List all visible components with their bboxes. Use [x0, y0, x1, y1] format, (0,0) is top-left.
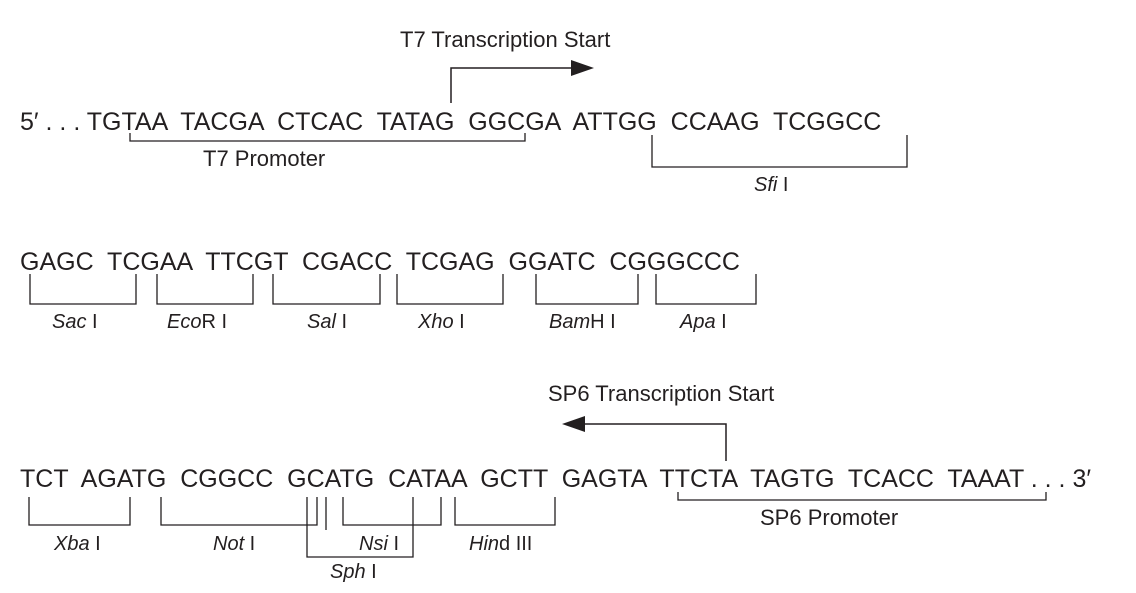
nsi-site-label: Nsi I — [359, 533, 399, 555]
not-site-bracket — [160, 497, 318, 526]
apa-site-bracket — [655, 274, 757, 305]
xba-site-label: Xba I — [53, 533, 101, 555]
xba-site-bracket — [28, 497, 131, 526]
site-brackets-line-3 — [28, 497, 556, 558]
sequence-line-1: 5′ . . . TGTAA TACGA CTCAC TATAG GGCGA A… — [20, 108, 881, 136]
sequence-line-3: TCT AGATG CGGCC GCATG CATAA GCTT GAGTA T… — [20, 465, 1091, 493]
t7-promoter-bracket — [129, 133, 526, 142]
sal-site-label: Sal I — [307, 311, 347, 333]
sp6-promoter-bracket — [677, 492, 1047, 501]
sp6-promoter-label: SP6 Promoter — [760, 505, 898, 530]
nsi-site-bracket — [342, 497, 442, 526]
sal-site-bracket — [272, 274, 381, 305]
sph-site-label: Sph I — [330, 561, 377, 583]
sac-site-label: Sac I — [52, 311, 98, 333]
t7-start-arrow — [450, 60, 594, 103]
sac-site-bracket — [29, 274, 137, 305]
sfi-site-label: Sfi I — [754, 174, 788, 196]
eco-site-bracket — [156, 274, 254, 305]
sequence-line-2: GAGC TCGAA TTCGT CGACC TCGAG GGATC CGGGC… — [20, 248, 740, 276]
xho-site-bracket — [396, 274, 504, 305]
apa-site-label: Apa I — [679, 311, 727, 333]
hind-site-bracket-2 — [454, 497, 556, 526]
eco-site-label: EcoR I — [167, 311, 227, 333]
bam-site-label: BamH I — [549, 311, 616, 333]
hind-site-label: Hind III — [469, 533, 532, 555]
t7-promoter-label: T7 Promoter — [203, 146, 325, 171]
sph-site-bracket — [306, 497, 414, 558]
sfi-site-bracket — [651, 135, 908, 168]
xho-site-label: Xho I — [417, 311, 465, 333]
site-brackets-line-2 — [29, 274, 757, 305]
sp6-transcription-start-label: SP6 Transcription Start — [548, 381, 774, 406]
t7-transcription-start-label: T7 Transcription Start — [400, 27, 610, 52]
sp6-start-arrow — [562, 416, 727, 461]
bam-site-bracket — [535, 274, 639, 305]
not-site-label: Not I — [213, 533, 255, 555]
